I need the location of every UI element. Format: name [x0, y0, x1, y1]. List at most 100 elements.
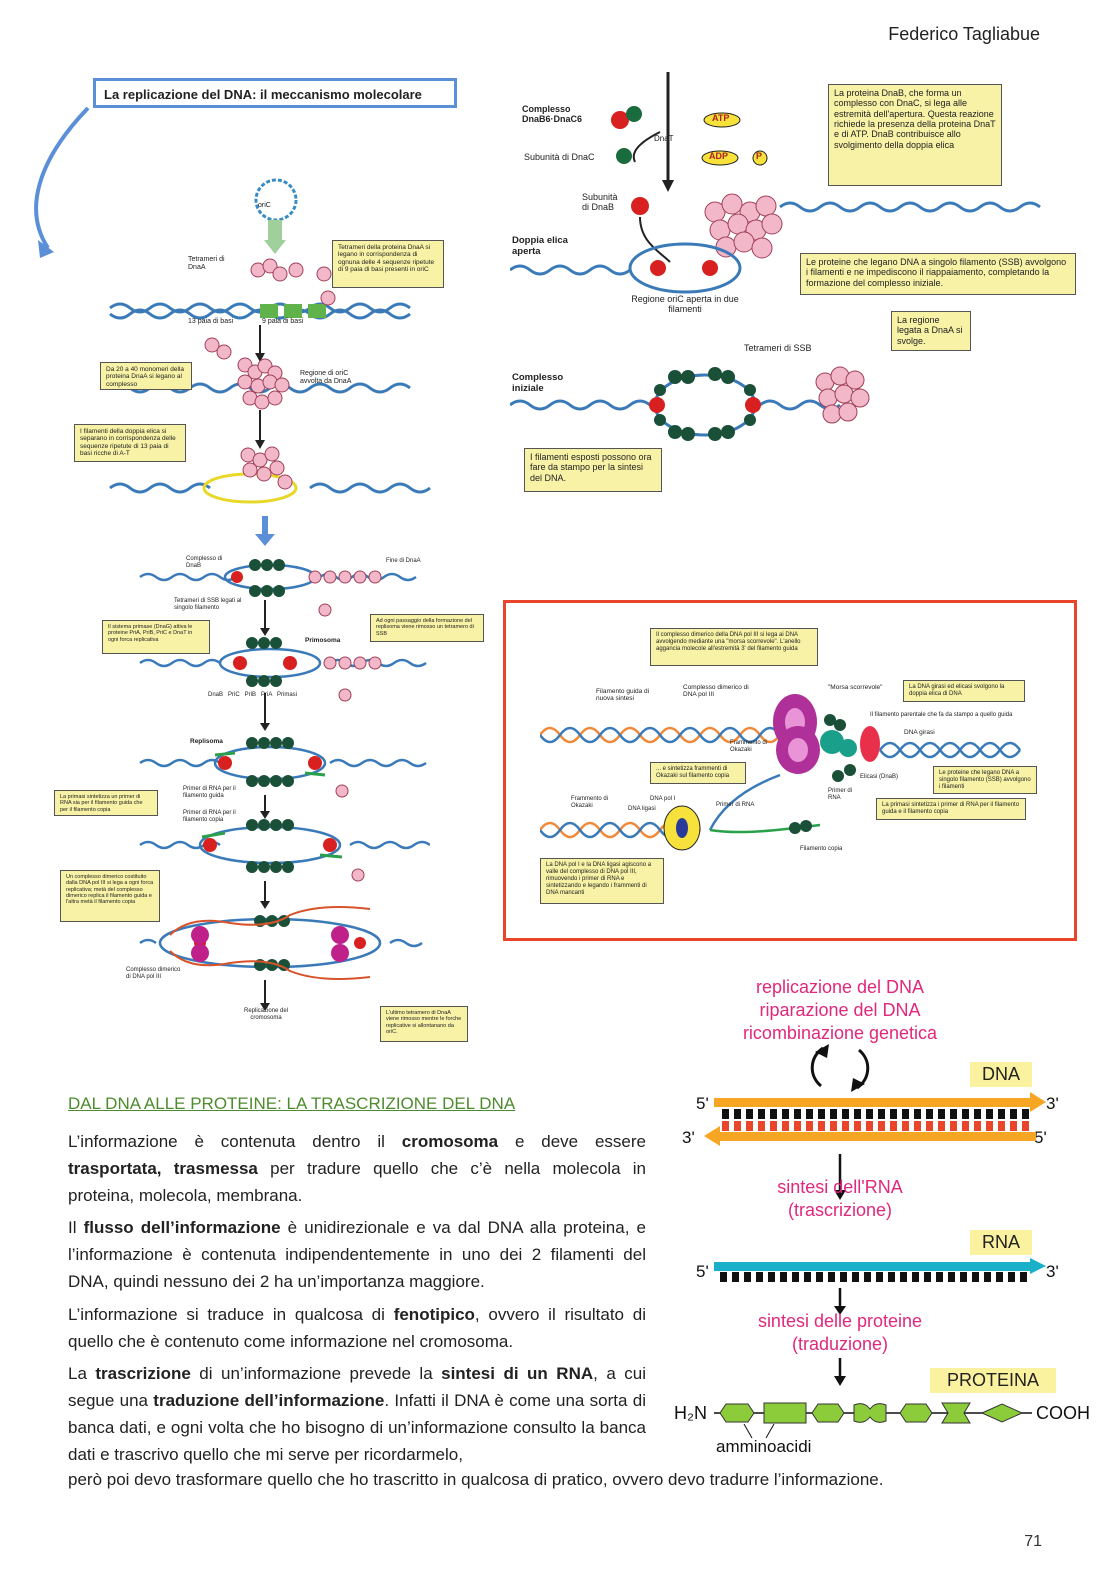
dna-base-pair: [926, 1109, 933, 1119]
dna-base-pair: [1010, 1121, 1017, 1131]
protein-row-labels: DnaB PriC PriB PriA Primasi: [208, 692, 297, 699]
step1-box: Tetrameri della proteina DnaA si legano …: [332, 240, 444, 288]
cooh-terminus: COOH: [1036, 1403, 1090, 1424]
replicazione-label: Replicazione del cromosoma: [238, 1008, 294, 1022]
rna-base: [816, 1272, 823, 1282]
red-step5-box: La DNA pol I e la DNA ligasi agiscono a …: [540, 858, 664, 904]
filamento-guida-label: Filamento guida di nuova sintesi: [596, 688, 654, 703]
exposed-box: I filamenti esposti possono ora fare da …: [524, 448, 662, 492]
bottom-step1-box: Il sistema primase (DnaG) attiva le prot…: [102, 620, 210, 654]
rna-base: [1020, 1272, 1027, 1282]
step5-box: Le proteine che legano DNA a singolo fil…: [800, 253, 1076, 295]
dna-base-pair: [866, 1109, 873, 1119]
dna-base-pair: [914, 1109, 921, 1119]
bp9-label: 9 paia di basi: [262, 318, 303, 326]
dna-base-pair: [770, 1109, 777, 1119]
dna-base-pair: [842, 1109, 849, 1119]
primer-rna2-label: Primer di RNA: [716, 802, 754, 809]
dna-base-pair: [890, 1109, 897, 1119]
step4-box: La proteina DnaB, che forma un complesso…: [828, 84, 1002, 186]
step2-box: Da 20 a 40 monomeri della proteina DnaA …: [100, 362, 192, 390]
dna-base-pair: [914, 1121, 921, 1131]
dna-base-pair: [794, 1121, 801, 1131]
complesso-pol3-label: Complesso dimerico di DNA pol III: [126, 967, 186, 981]
dna-base-pair: [938, 1121, 945, 1131]
blue-down-arrow: [255, 516, 275, 548]
bp13-label: 13 paia di basi: [188, 318, 233, 326]
dnaa-region-box: La regione legata a DnaA si svolge.: [891, 311, 971, 351]
protein-synthesis-line1: sintesi delle proteine: [730, 1310, 950, 1333]
dna-base-pair: [950, 1121, 957, 1131]
red-complesso-label: Complesso dimerico di DNA pol III: [683, 684, 749, 699]
passaggio-box: Ad ogni passaggio della formazione del r…: [370, 614, 484, 642]
rna-base: [900, 1272, 907, 1282]
phosphate-label: P: [756, 151, 762, 161]
adp-label: ADP: [709, 151, 728, 161]
sintetizza-box: ... e sintetizza frammenti di Okazaki su…: [650, 762, 746, 784]
dna-base-pair: [830, 1121, 837, 1131]
dna-base-pair: [746, 1109, 753, 1119]
bottom-step2-box: La primasi sintetizza un primer di RNA s…: [54, 790, 158, 816]
dna-base-pair: [770, 1121, 777, 1131]
dna-base-pair: [734, 1109, 741, 1119]
dna-base-pair: [854, 1109, 861, 1119]
dnat-label: DnaT: [654, 134, 674, 143]
dna-base-pair: [902, 1121, 909, 1131]
p3-text-a: L’informazione si traduce in qualcosa di: [68, 1305, 394, 1324]
p4-bold-sintesi: sintesi di un RNA: [441, 1364, 593, 1383]
dna-base-pair: [998, 1109, 1005, 1119]
dna-base-pair: [890, 1121, 897, 1131]
dna-base-pair: [998, 1121, 1005, 1131]
step3-box: I filamenti della doppia elica si separa…: [74, 424, 186, 462]
replisoma-label: Replisoma: [190, 738, 223, 745]
dna-base-pair: [854, 1121, 861, 1131]
dna-base-pair: [974, 1109, 981, 1119]
arrow-to-protein: [832, 1358, 848, 1388]
primer-rna-label: Primer di RNA: [828, 788, 864, 802]
subunit-b-label: Subunità di DnaB: [582, 192, 626, 213]
dna-base-pair: [722, 1121, 729, 1131]
p4-text-a: La: [68, 1364, 95, 1383]
dna-base-pair: [734, 1121, 741, 1131]
rna-synthesis-label: sintesi dell'RNA (trascrizione): [740, 1176, 940, 1222]
p1-text-a: L’informazione è contenuta dentro il: [68, 1132, 402, 1151]
rna-base: [924, 1272, 931, 1282]
rna-base: [936, 1272, 943, 1282]
author-name: Federico Tagliabue: [888, 24, 1040, 45]
protein-synthesis-label: sintesi delle proteine (traduzione): [730, 1310, 950, 1356]
rna-base: [960, 1272, 967, 1282]
dna-base-pair: [746, 1121, 753, 1131]
dna-double-strand: [700, 1090, 1050, 1150]
dna-base-pair: [866, 1121, 873, 1131]
morsa-label: "Morsa scorrevole": [828, 684, 882, 691]
amminoacidi-label: amminoacidi: [716, 1437, 811, 1457]
rna-base: [984, 1272, 991, 1282]
dna-base-pair: [794, 1109, 801, 1119]
rna-synthesis-line2: (trascrizione): [740, 1199, 940, 1222]
tetrameri-label: Tetrameri di DnaA: [188, 256, 234, 272]
rna-base: [888, 1272, 895, 1282]
p3-bold-fenotipico: fenotipico: [394, 1305, 475, 1324]
dna-base-pair: [758, 1109, 765, 1119]
paragraph-3: L’informazione si traduce in qualcosa di…: [68, 1301, 646, 1355]
rna-base: [792, 1272, 799, 1282]
primosoma-label: Primosoma: [305, 637, 340, 644]
p2-bold-flusso: flusso dell’informazione: [84, 1218, 281, 1237]
rna-base: [720, 1272, 727, 1282]
process-2: riparazione del DNA: [700, 999, 980, 1022]
rna-base: [864, 1272, 871, 1282]
process-1: replicazione del DNA: [700, 976, 980, 999]
rna-base: [804, 1272, 811, 1282]
oric-label: oriC: [258, 202, 288, 210]
elicasi-label: Elicasi (DnaB): [860, 774, 898, 781]
dna-pol1-label: DNA pol I: [650, 796, 675, 803]
p1-bold-trasportata: trasportata, trasmessa: [68, 1159, 258, 1178]
atp-label: ATP: [712, 113, 729, 123]
open-helix-label: Doppia elica aperta: [512, 236, 582, 258]
primer-copia-label: Primer di RNA per il filamento copia: [183, 810, 239, 824]
h2n-terminus: H₂N: [674, 1403, 707, 1424]
rna-synthesis-line1: sintesi dell'RNA: [740, 1176, 940, 1199]
rna-base: [828, 1272, 835, 1282]
dna-bottom-3prime: 3': [682, 1128, 695, 1148]
red-step2-box: Le proteine che legano DNA a singolo fil…: [933, 766, 1037, 794]
